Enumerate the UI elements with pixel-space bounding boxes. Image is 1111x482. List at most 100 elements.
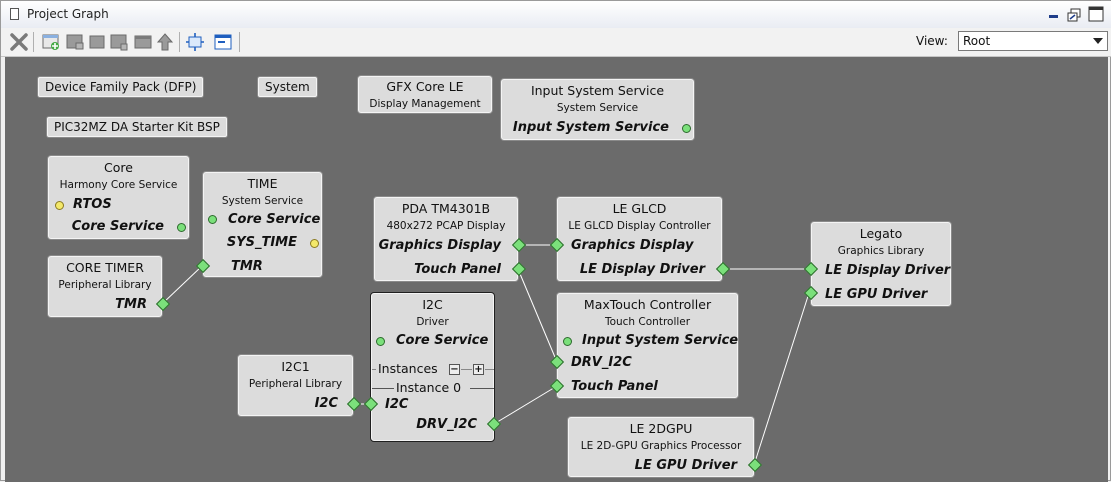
gfx-core-le-node[interactable]: GFX Core LE Display Management	[358, 76, 492, 113]
view-label: View:	[916, 34, 948, 48]
port-core-service: Core Service	[71, 219, 164, 234]
node-title: GFX Core LE	[386, 79, 464, 94]
window-icon[interactable]	[213, 32, 233, 52]
port-le-gpu-driver: LE GPU Driver	[634, 458, 737, 473]
pda-tm4301b-node[interactable]: PDA TM4301B 480x272 PCAP Display Graphic…	[374, 197, 518, 281]
wire-le-gpu-driver	[753, 292, 810, 466]
port-connector-icon[interactable]	[310, 239, 319, 248]
le-2dgpu-node[interactable]: LE 2DGPU LE 2D-GPU Graphics Processor LE…	[568, 417, 754, 477]
port-connector-icon[interactable]	[682, 124, 691, 133]
add-component-icon[interactable]	[41, 32, 61, 52]
restore-icon[interactable]	[1067, 8, 1082, 23]
delete-icon[interactable]	[9, 32, 29, 52]
port-connector-icon[interactable]	[563, 337, 572, 346]
port-touch-panel: Touch Panel	[571, 379, 658, 394]
wire-drv-i2c	[493, 385, 558, 425]
maximize-icon[interactable]	[1088, 6, 1104, 22]
node-title: LE 2DGPU	[629, 421, 693, 436]
add-instance-button[interactable]: +	[473, 364, 484, 375]
port-i2c: I2C	[314, 396, 338, 411]
node-title: I2C1	[281, 359, 310, 374]
port-connector-icon[interactable]	[376, 337, 385, 346]
maxtouch-controller-node[interactable]: MaxTouch Controller Touch Controller Inp…	[557, 293, 738, 398]
port-drv-i2c: DRV_I2C	[416, 417, 477, 432]
port-i2c: I2C	[385, 397, 409, 412]
bsp-label[interactable]: PIC32MZ DA Starter Kit BSP	[47, 117, 227, 137]
toolbar-separator	[179, 32, 180, 52]
divider	[485, 369, 494, 370]
legato-node[interactable]: Legato Graphics Library LE Display Drive…	[811, 222, 951, 306]
port-touch-panel: Touch Panel	[414, 262, 501, 277]
node-title: Core	[104, 160, 133, 175]
instance-0-label: Instance 0	[396, 380, 462, 395]
node-title: TIME	[247, 176, 278, 191]
node-subtitle: System Service	[221, 195, 304, 207]
port-input-system-service: Input System Service	[512, 120, 669, 135]
node-title: Input System Service	[530, 83, 665, 98]
port-core-service: Core Service	[396, 333, 489, 348]
node-subtitle: Display Management	[369, 98, 481, 110]
node-subtitle: System Service	[556, 102, 639, 114]
window-title: Project Graph	[27, 7, 109, 21]
node-title: Legato	[859, 226, 903, 241]
remove-instance-button[interactable]: −	[449, 364, 460, 375]
view-select[interactable]: Root	[958, 31, 1108, 51]
fit-icon[interactable]	[185, 32, 205, 52]
time-node[interactable]: TIME System Service Core Service SYS_TIM…	[203, 172, 322, 277]
node-subtitle: Touch Controller	[604, 316, 691, 328]
node-title: PDA TM4301B	[401, 201, 491, 216]
node-title: CORE TIMER	[66, 260, 144, 275]
port-core-service: Core Service	[228, 212, 321, 227]
port-connector-icon[interactable]	[177, 223, 186, 232]
wire-touch-panel	[517, 268, 558, 363]
port-le-gpu-driver: LE GPU Driver	[825, 287, 928, 302]
port-le-display-driver: LE Display Driver	[825, 263, 951, 278]
core-node[interactable]: Core Harmony Core Service RTOS Core Serv…	[48, 156, 189, 239]
toolbar-separator	[239, 32, 240, 52]
view-select-value: Root	[963, 34, 991, 48]
toolbar-separator	[33, 32, 34, 52]
input-system-service-node[interactable]: Input System Service System Service Inpu…	[501, 79, 694, 140]
node-title: LE GLCD	[612, 201, 667, 216]
system-label[interactable]: System	[258, 77, 317, 97]
port-tmr: TMR	[115, 297, 147, 312]
chevron-down-icon[interactable]	[1093, 38, 1103, 44]
i2c-driver-node[interactable]: I2C Driver Core Service Instances − + In…	[371, 293, 494, 441]
port-input-system-service: Input System Service	[582, 333, 739, 348]
component-icon[interactable]	[87, 32, 107, 52]
i2c1-node[interactable]: I2C1 Peripheral Library I2C	[238, 355, 353, 416]
node-subtitle: Peripheral Library	[58, 279, 152, 291]
move-up-icon[interactable]	[155, 32, 175, 52]
dfp-label[interactable]: Device Family Pack (DFP)	[38, 77, 204, 97]
divider	[372, 388, 394, 389]
le-glcd-node[interactable]: LE GLCD LE GLCD Display Controller Graph…	[557, 197, 722, 281]
node-subtitle: 480x272 PCAP Display	[386, 220, 506, 232]
port-connector-icon[interactable]	[208, 215, 217, 224]
node-subtitle: Peripheral Library	[248, 378, 343, 390]
component-icon[interactable]	[65, 32, 85, 52]
component-icon[interactable]	[133, 32, 153, 52]
component-icon[interactable]	[109, 32, 129, 52]
node-title: I2C	[422, 297, 443, 312]
node-title: MaxTouch Controller	[583, 297, 712, 312]
node-subtitle: Harmony Core Service	[59, 179, 178, 191]
port-connector-icon[interactable]	[55, 201, 64, 210]
node-subtitle: Graphics Library	[837, 245, 925, 257]
port-graphics-display: Graphics Display	[378, 238, 501, 253]
minimize-icon[interactable]	[1049, 15, 1058, 18]
wire-tmr	[161, 265, 203, 305]
node-subtitle: LE 2D-GPU Graphics Processor	[580, 440, 742, 452]
document-icon	[10, 8, 19, 20]
port-rtos: RTOS	[73, 197, 112, 212]
instances-label: Instances	[378, 361, 438, 376]
core-timer-node[interactable]: CORE TIMER Peripheral Library TMR	[48, 256, 162, 317]
toolbar: View: Root	[1, 28, 1111, 57]
port-le-display-driver: LE Display Driver	[579, 262, 705, 277]
divider	[461, 369, 472, 370]
port-drv-i2c: DRV_I2C	[571, 355, 632, 370]
port-tmr: TMR	[231, 259, 263, 274]
port-sys-time: SYS_TIME	[226, 235, 297, 250]
port-graphics-display: Graphics Display	[571, 238, 694, 253]
node-subtitle: LE GLCD Display Controller	[568, 220, 711, 232]
